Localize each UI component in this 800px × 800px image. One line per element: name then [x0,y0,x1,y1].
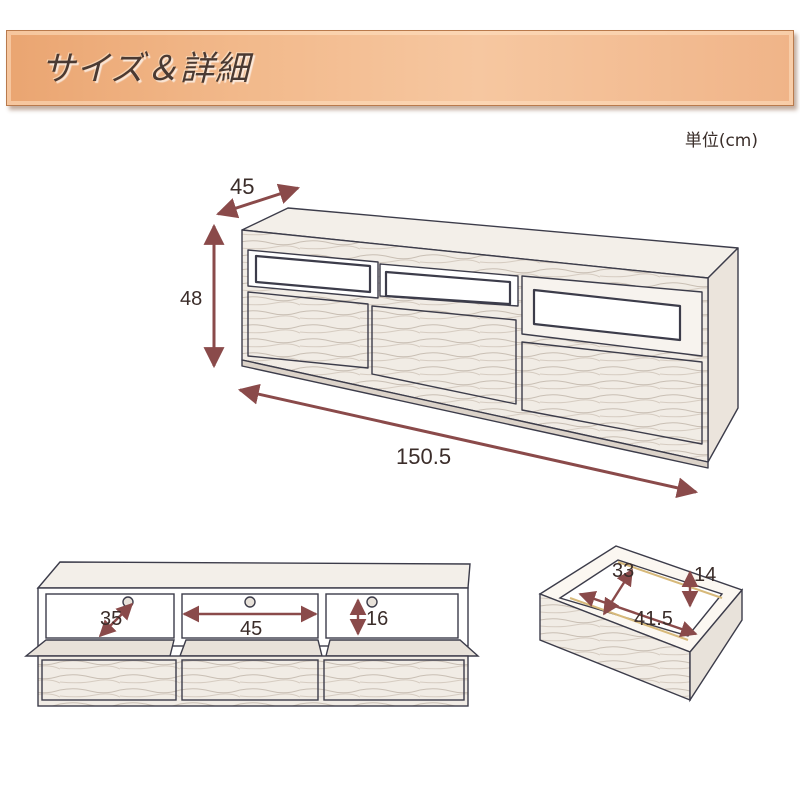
drawer-depth-label: 33 [612,560,635,582]
drawer-height-label: 14 [694,564,717,586]
tv-stand-open-view [24,561,480,707]
left-compartment-label: 35 [100,608,123,630]
right-compartment-label: 16 [366,608,389,630]
section-banner: サイズ＆詳細 [6,30,794,106]
height-label: 48 [180,288,203,310]
depth-label: 45 [230,174,255,199]
lower-drawer-left [247,291,369,369]
dimension-arrows [203,183,699,499]
interior-dimension-arrows [98,598,367,638]
depth-arrow [216,183,300,219]
center-compartment-label: 45 [240,618,263,640]
side-panel [707,247,739,463]
unit-label: 単位(cm) [684,131,758,151]
tv-stand-main [241,207,739,469]
width-arrow [237,383,699,499]
width-label: 150.5 [396,444,452,469]
section-title: サイズ＆詳細 [41,49,250,89]
drawer-width-label: 41.5 [634,608,673,630]
drawer-dimension-arrows [578,568,699,638]
